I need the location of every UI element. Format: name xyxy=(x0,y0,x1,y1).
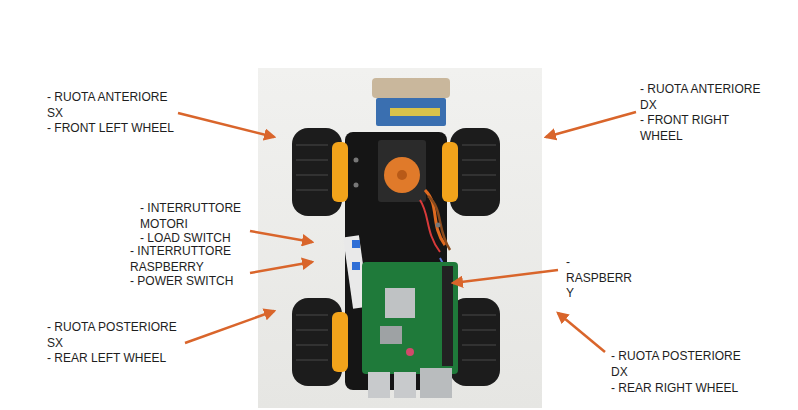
callout-label: - RUOTA POSTERIORE DX xyxy=(611,349,746,380)
usb-port xyxy=(394,372,416,398)
photo-background xyxy=(258,68,542,408)
sensor-cover xyxy=(372,78,450,98)
label-holder: - FRONT RIGHT WHEEL xyxy=(640,113,770,144)
ethernet-port xyxy=(420,368,452,398)
usb-port xyxy=(368,372,390,398)
label-holder: - POWER SWITCH xyxy=(130,274,245,290)
label-holder: - RUOTA ANTERIORE SX xyxy=(47,90,177,121)
label-holder: - RUOTA POSTERIORE SX xyxy=(47,320,182,351)
callout-label: - FRONT LEFT WHEEL xyxy=(47,121,197,137)
leader-arrow xyxy=(178,113,274,137)
label-holder: - INTERRUTTORE RASPBERRY xyxy=(130,244,240,275)
gpio-header xyxy=(442,266,453,366)
photo xyxy=(258,68,542,408)
chip xyxy=(385,288,415,318)
callout-label: - REAR RIGHT WHEEL xyxy=(611,381,761,397)
leader-arrow xyxy=(453,270,558,283)
label-holder: - RUOTA ANTERIORE DX xyxy=(640,82,770,113)
led xyxy=(354,183,359,188)
wire xyxy=(428,196,450,250)
tread xyxy=(296,145,496,360)
callout-label: - RUOTA ANTERIORE DX xyxy=(640,82,770,113)
wire xyxy=(420,200,440,252)
callout-label: - RASPBERRY xyxy=(566,255,636,302)
chip xyxy=(380,326,402,344)
leader-arrow xyxy=(558,313,605,352)
rim xyxy=(442,142,458,202)
callout-label: - INTERRUTTORE RASPBERRY xyxy=(130,244,240,275)
label-holder: - RASPBERRY xyxy=(566,255,636,302)
callout-label: - POWER SWITCH xyxy=(130,274,245,290)
led xyxy=(436,223,441,228)
power-switch xyxy=(352,262,360,270)
raspberry-logo xyxy=(406,348,414,356)
wire xyxy=(425,190,445,245)
label-holder: - RUOTA POSTERIORE DX xyxy=(611,349,746,380)
label-holder: - INTERRUTTORE MOTORI xyxy=(140,201,245,232)
callout-label: - RUOTA POSTERIORE SX xyxy=(47,320,182,351)
callout-label: - INTERRUTTORE MOTORI xyxy=(140,201,245,232)
callout-label: - REAR LEFT WHEEL xyxy=(47,351,197,367)
callout-label: - FRONT RIGHT WHEEL xyxy=(640,113,770,144)
rim xyxy=(332,312,348,372)
leader-arrow xyxy=(250,231,312,242)
label-holder: - REAR LEFT WHEEL xyxy=(47,351,197,367)
servo-horn xyxy=(384,157,420,193)
servo xyxy=(378,140,426,202)
sensor-strip xyxy=(390,108,440,116)
label-holder: - REAR RIGHT WHEEL xyxy=(611,381,761,397)
sensor-board xyxy=(376,98,446,126)
servo-hub xyxy=(397,170,407,180)
leader-arrow xyxy=(546,112,636,137)
callout-label: - RUOTA ANTERIORE SX xyxy=(47,90,177,121)
load-switch xyxy=(352,240,360,248)
led xyxy=(354,158,359,163)
leader-arrows xyxy=(178,112,636,352)
rim xyxy=(332,142,348,202)
label-holder: - FRONT LEFT WHEEL xyxy=(47,121,197,137)
raspberry-pi-board xyxy=(362,262,458,374)
leader-arrow xyxy=(250,262,312,273)
leader-arrow xyxy=(185,311,274,343)
